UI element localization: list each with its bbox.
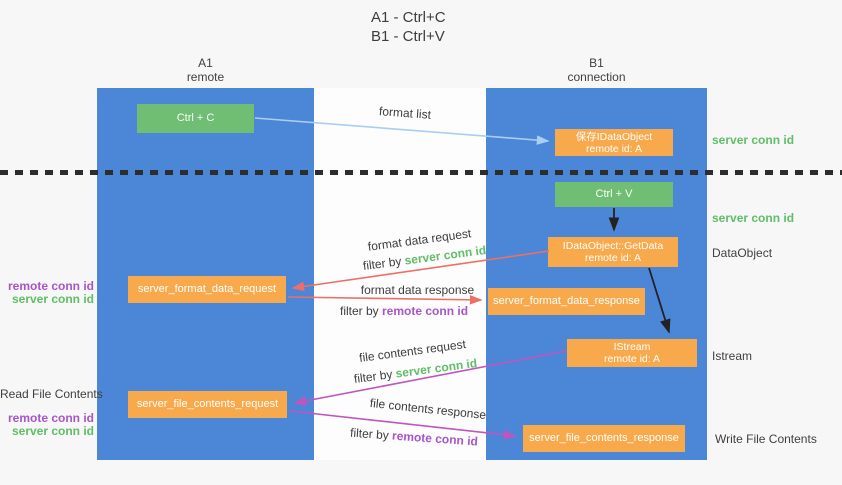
box-server-file-contents-response-label: server_file_contents_response — [529, 432, 679, 444]
box-istream-line2: remote id: A — [603, 353, 661, 365]
box-save-idataobject: 保存IDataObject remote id: A — [555, 129, 673, 156]
label-left-remote-conn-id-top: remote conn id — [7, 279, 94, 293]
label-remote-conn-id-filter-1: remote conn id — [382, 304, 469, 318]
box-idataobject-getdata: IDataObject::GetData remote id: A — [548, 237, 678, 267]
diagram-title: A1 - Ctrl+C B1 - Ctrl+V — [371, 8, 446, 46]
box-ctrl-c-label: Ctrl + C — [176, 112, 215, 124]
label-left-server-conn-id-top: server conn id — [11, 292, 94, 306]
box-save-idataobject-line1: 保存IDataObject — [575, 130, 653, 143]
lane-header-b1: B1 connection — [486, 56, 707, 84]
lane-header-a1: A1 remote — [97, 56, 314, 84]
lane-a1-name: A1 — [198, 56, 213, 70]
label-left-server-conn-id-bottom: server conn id — [11, 424, 94, 438]
box-idataobject-getdata-line2: remote id: A — [584, 252, 642, 264]
lane-b1-name: B1 — [589, 56, 604, 70]
box-ctrl-v: Ctrl + V — [555, 182, 673, 207]
box-idataobject-getdata-line1: IDataObject::GetData — [562, 239, 664, 252]
label-istream: Istream — [712, 349, 753, 363]
label-read-file-contents: Read File Contents — [0, 387, 103, 401]
box-server-file-contents-response: server_file_contents_response — [523, 425, 685, 452]
label-filter-format-response: filter by remote conn id — [340, 304, 469, 318]
label-right-server-conn-id-mid: server conn id — [712, 211, 795, 225]
box-server-file-contents-request-label: server_file_contents_request — [136, 398, 279, 410]
label-right-server-conn-id-top: server conn id — [712, 133, 795, 147]
box-server-format-data-response-label: server_format_data_response — [493, 295, 640, 307]
title-line-1: A1 - Ctrl+C — [371, 9, 446, 26]
lane-b1-role: connection — [567, 70, 626, 84]
box-server-format-data-response: server_format_data_response — [488, 288, 645, 315]
label-left-remote-conn-id-bottom: remote conn id — [7, 411, 94, 425]
box-istream: IStream remote id: A — [567, 339, 697, 367]
label-write-file-contents: Write File Contents — [715, 432, 817, 446]
box-server-format-data-request: server_format_data_request — [128, 276, 286, 303]
box-ctrl-v-label: Ctrl + V — [595, 188, 633, 200]
box-server-format-data-request-label: server_format_data_request — [137, 283, 277, 295]
box-server-file-contents-request: server_file_contents_request — [128, 391, 287, 418]
label-filter-by-4: filter by — [349, 425, 393, 443]
dashed-separator-line — [0, 170, 842, 175]
label-dataobject: DataObject — [712, 246, 773, 260]
label-format-data-response: format data response — [360, 283, 475, 297]
box-istream-line1: IStream — [613, 340, 651, 353]
label-filter-by-2: filter by — [340, 304, 383, 318]
lane-a1-role: remote — [186, 70, 225, 84]
title-line-2: B1 - Ctrl+V — [371, 28, 445, 45]
box-ctrl-c: Ctrl + C — [137, 104, 254, 133]
box-save-idataobject-line2: remote id: A — [585, 142, 643, 155]
